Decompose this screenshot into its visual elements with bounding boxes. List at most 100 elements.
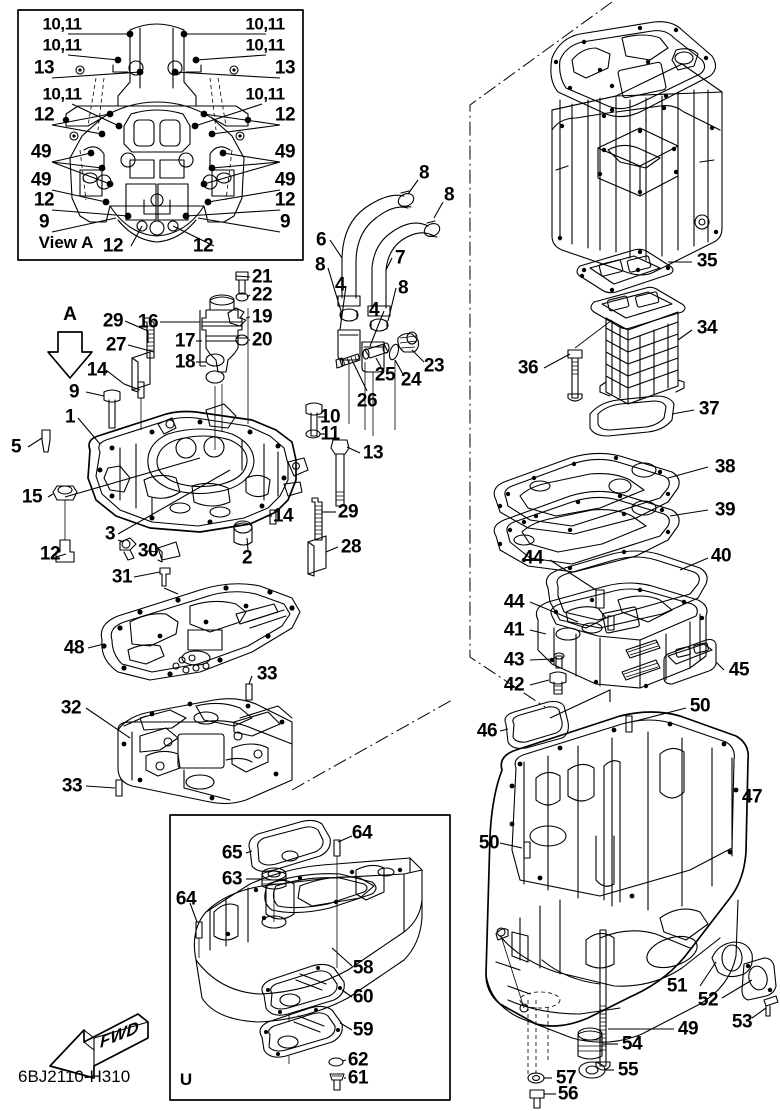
callout-3: 3 bbox=[104, 523, 116, 545]
callout-10: 10 bbox=[319, 406, 341, 428]
callout-20: 20 bbox=[251, 329, 273, 351]
callout-44: 44 bbox=[522, 547, 544, 569]
callout-50: 50 bbox=[689, 695, 711, 717]
callout-46: 46 bbox=[476, 720, 498, 742]
callout-51: 51 bbox=[666, 975, 688, 997]
callout-10-11: 10,11 bbox=[42, 35, 82, 55]
callout-8: 8 bbox=[314, 254, 326, 276]
callout-35: 35 bbox=[696, 250, 718, 272]
callout-62: 62 bbox=[347, 1049, 369, 1071]
callout-65: 65 bbox=[221, 842, 243, 864]
callout-12: 12 bbox=[274, 104, 296, 126]
callout-26: 26 bbox=[356, 390, 378, 412]
callout-10-11: 10,11 bbox=[245, 14, 285, 34]
callout-6: 6 bbox=[315, 229, 327, 251]
callout-58: 58 bbox=[352, 957, 374, 979]
callout-9: 9 bbox=[38, 211, 50, 233]
callout-27: 27 bbox=[105, 334, 127, 356]
callout-48: 48 bbox=[63, 637, 85, 659]
callout-10-11: 10,11 bbox=[245, 84, 285, 104]
callout-12: 12 bbox=[39, 543, 61, 565]
callout-19: 19 bbox=[251, 306, 273, 328]
callout-39: 39 bbox=[714, 499, 736, 521]
callout-43: 43 bbox=[503, 649, 525, 671]
callout-4: 4 bbox=[334, 274, 346, 296]
callout-1: 1 bbox=[64, 406, 76, 428]
callout-15: 15 bbox=[21, 486, 43, 508]
callout-41: 41 bbox=[503, 619, 525, 641]
callout-37: 37 bbox=[698, 398, 720, 420]
callout-64: 64 bbox=[175, 888, 197, 910]
panel-label-view-u: U bbox=[179, 1070, 193, 1089]
callout-44: 44 bbox=[503, 591, 525, 613]
callout-12: 12 bbox=[33, 104, 55, 126]
callout-29: 29 bbox=[337, 501, 359, 523]
callout-36: 36 bbox=[517, 357, 539, 379]
callout-12: 12 bbox=[33, 189, 55, 211]
callout-59: 59 bbox=[352, 1019, 374, 1041]
callout-5: 5 bbox=[10, 436, 22, 458]
callout-9: 9 bbox=[279, 211, 291, 233]
callout-47: 47 bbox=[741, 786, 763, 808]
callout-17: 17 bbox=[174, 330, 196, 352]
callout-2: 2 bbox=[241, 547, 253, 569]
callout-29: 29 bbox=[102, 310, 124, 332]
orientation-arrow-letter: A bbox=[63, 304, 77, 325]
callout-11: 11 bbox=[320, 423, 340, 445]
callout-24: 24 bbox=[400, 369, 422, 391]
callout-32: 32 bbox=[60, 697, 82, 719]
callout-42: 42 bbox=[503, 674, 525, 696]
callout-8: 8 bbox=[443, 184, 455, 206]
callout-25: 25 bbox=[374, 364, 396, 386]
callout-38: 38 bbox=[714, 456, 736, 478]
part-number-label: 6BJ2110-H310 bbox=[18, 1067, 131, 1086]
callout-49: 49 bbox=[677, 1018, 699, 1040]
callout-34: 34 bbox=[696, 317, 718, 339]
callout-7: 7 bbox=[394, 247, 406, 269]
callout-49: 49 bbox=[30, 141, 52, 163]
callout-52: 52 bbox=[697, 989, 719, 1011]
panel-label-view-a: View A bbox=[38, 233, 94, 252]
callout-30: 30 bbox=[137, 540, 159, 562]
callout-33: 33 bbox=[61, 775, 83, 797]
callout-54: 54 bbox=[621, 1033, 643, 1055]
callout-53: 53 bbox=[731, 1011, 753, 1033]
callout-10-11: 10,11 bbox=[42, 84, 82, 104]
callout-49: 49 bbox=[274, 141, 296, 163]
callout-8: 8 bbox=[397, 277, 409, 299]
callout-12: 12 bbox=[192, 235, 214, 257]
callout-16: 16 bbox=[137, 311, 159, 333]
callout-33: 33 bbox=[256, 663, 278, 685]
callout-14: 14 bbox=[86, 359, 108, 381]
callout-64: 64 bbox=[351, 822, 373, 844]
callout-57: 57 bbox=[555, 1067, 577, 1089]
callout-8: 8 bbox=[418, 162, 430, 184]
callout-56: 56 bbox=[557, 1083, 579, 1105]
callout-40: 40 bbox=[710, 545, 732, 567]
callout-31: 31 bbox=[111, 566, 133, 588]
callout-49: 49 bbox=[274, 169, 296, 191]
callout-28: 28 bbox=[340, 536, 362, 558]
callout-63: 63 bbox=[221, 868, 243, 890]
callout-12: 12 bbox=[102, 235, 124, 257]
callout-12: 12 bbox=[274, 189, 296, 211]
callout-13: 13 bbox=[362, 442, 384, 464]
callout-10-11: 10,11 bbox=[245, 35, 285, 55]
callout-14: 14 bbox=[272, 505, 294, 527]
callout-13: 13 bbox=[274, 57, 296, 79]
callout-49: 49 bbox=[30, 169, 52, 191]
callout-45: 45 bbox=[728, 659, 750, 681]
callout-55: 55 bbox=[617, 1059, 639, 1081]
callout-13: 13 bbox=[33, 57, 55, 79]
callout-18: 18 bbox=[174, 351, 196, 373]
callout-60: 60 bbox=[352, 986, 374, 1008]
callout-22: 22 bbox=[251, 284, 273, 306]
callout-61: 61 bbox=[347, 1067, 369, 1089]
callout-10-11: 10,11 bbox=[42, 14, 82, 34]
callout-23: 23 bbox=[423, 355, 445, 377]
callout-9: 9 bbox=[68, 381, 80, 403]
callout-4: 4 bbox=[368, 299, 380, 321]
callout-50: 50 bbox=[478, 832, 500, 854]
